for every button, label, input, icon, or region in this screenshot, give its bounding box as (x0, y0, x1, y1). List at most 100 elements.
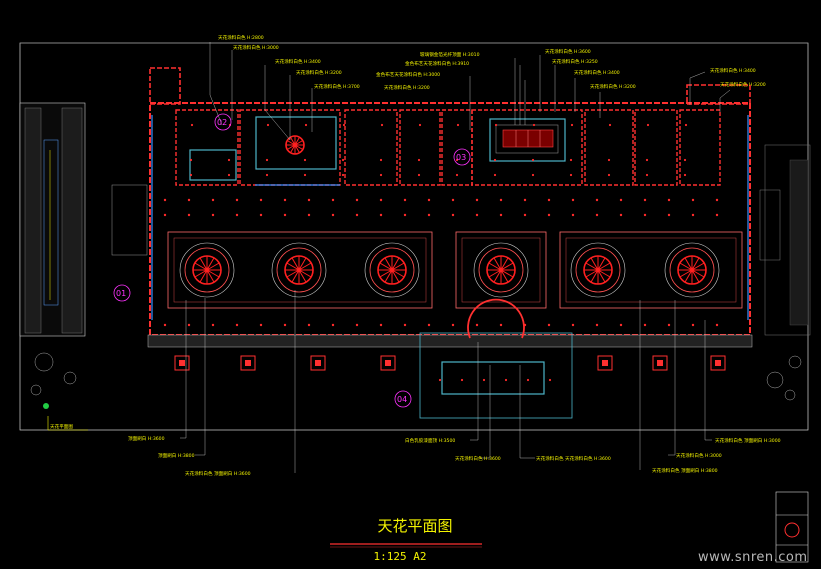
downlight-dot (645, 173, 649, 177)
downlight-dot (456, 123, 460, 127)
downlight-dot (683, 173, 687, 177)
downlight-dot (227, 173, 231, 177)
right-exterior-area (759, 144, 811, 336)
downlight-dot (595, 323, 599, 327)
downlight-dot (643, 198, 647, 202)
facade-column (380, 355, 396, 371)
blue-ceiling-lines (151, 115, 749, 320)
callout-top-6: 玻璃钢金箔光纤顶面 H:3010 (420, 51, 480, 58)
top-facade-notch (149, 67, 751, 105)
downlight-dot (189, 158, 193, 162)
chandelier-icon (664, 242, 720, 298)
downlight-dot (493, 173, 497, 177)
facade-column (174, 355, 190, 371)
callout-top-13: 天花涂料白色 H:3200 (590, 83, 636, 90)
chandelier-icon (473, 242, 529, 298)
downlight-dot (667, 213, 671, 217)
drawing-scale: 1:125 A2 (373, 550, 427, 563)
callout-bottom-9: 天花涂料白色 顶面刷白 H:3000 (715, 437, 781, 444)
rooms-top-band (175, 109, 721, 186)
downlight-dot (331, 213, 335, 217)
callout-top-14: 天花涂料白色 H:3400 (710, 67, 756, 74)
downlight-dot (451, 323, 455, 327)
downlight-dot (523, 213, 527, 217)
downlight-dot (683, 158, 687, 162)
callout-top-3: 天花涂料白色 H:3400 (275, 58, 321, 65)
downlight-dot (211, 213, 215, 217)
downlight-dot (403, 213, 407, 217)
facade-column (240, 355, 256, 371)
downlight-dot (259, 323, 263, 327)
chandelier-icon (570, 242, 626, 298)
callout-top-10: 天花涂料白色 H:3600 (545, 48, 591, 55)
downlight-dot (607, 173, 611, 177)
side-note-text: 天花平面图 (50, 423, 73, 430)
downlight-dot (455, 173, 459, 177)
downlight-dot (341, 158, 345, 162)
downlight-dot (595, 198, 599, 202)
downlight-dot (438, 378, 442, 382)
downlight-group (163, 123, 719, 382)
chandelier-icon (285, 135, 305, 155)
callout-top-5: 天花涂料白色 H:3700 (314, 83, 360, 90)
downlight-dot (523, 198, 527, 202)
entrance-arc (467, 298, 525, 339)
downlight-dot (307, 198, 311, 202)
callout-top-2: 天花涂料白色 H:3000 (233, 44, 279, 51)
downlight-dot (187, 323, 191, 327)
downlight-dot (341, 173, 345, 177)
downlight-dot (427, 198, 431, 202)
vent-grille (502, 129, 554, 148)
left-exterior-area (19, 102, 86, 337)
downlight-dot (235, 323, 239, 327)
downlight-dot (531, 173, 535, 177)
callout-top-9: 天花涂料白色 H:3200 (384, 84, 430, 91)
marker-04: 04 (397, 395, 407, 404)
callout-bottom-7: 天花涂料白色 顶面刷白 H:3800 (652, 467, 718, 474)
downlight-dot (259, 213, 263, 217)
downlight-dot (547, 198, 551, 202)
downlight-dot (691, 198, 695, 202)
downlight-dot (571, 213, 575, 217)
downlight-dot (715, 213, 719, 217)
chandelier-icon (179, 242, 235, 298)
ceiling-soffits (189, 116, 566, 181)
downlight-dot (645, 158, 649, 162)
downlight-dot (482, 378, 486, 382)
downlight-dot (475, 213, 479, 217)
downlight-dot (355, 213, 359, 217)
downlight-dot (667, 323, 671, 327)
downlight-dot (380, 123, 384, 127)
ceiling-panels (167, 231, 743, 309)
building-outline (147, 102, 753, 419)
title-block (775, 491, 809, 563)
callout-bottom-4: 白色乳胶漆面顶 H:3500 (405, 437, 455, 444)
downlight-dot (403, 198, 407, 202)
downlight-dot (283, 213, 287, 217)
downlight-dot (523, 323, 527, 327)
downlight-dot (619, 198, 623, 202)
callout-bottom-3: 天花涂料白色 顶面刷白 H:3600 (185, 470, 251, 477)
downlight-dot (307, 323, 311, 327)
callout-bottom-8: 天花涂料白色 H:3000 (676, 452, 722, 459)
callout-top-11: 天花涂料白色 H:3250 (552, 58, 598, 65)
downlight-dot (189, 173, 193, 177)
downlight-dot (227, 158, 231, 162)
downlight-dot (427, 323, 431, 327)
downlight-dot (595, 213, 599, 217)
top-callouts: 天花涂料白色 H:2800 天花涂料白色 H:3000 天花涂料白色 H:340… (218, 34, 766, 91)
downlight-dot (283, 323, 287, 327)
downlight-dot (643, 323, 647, 327)
downlight-dot (570, 123, 574, 127)
downlight-dot (417, 173, 421, 177)
downlight-dot (547, 213, 551, 217)
downlight-dot (455, 158, 459, 162)
downlight-dot (283, 198, 287, 202)
downlight-dot (379, 173, 383, 177)
top-leader-lines (209, 42, 731, 141)
downlight-dot (211, 198, 215, 202)
bottom-leader-lines (180, 290, 712, 473)
downlight-dot (303, 173, 307, 177)
downlight-dot (646, 123, 650, 127)
downlight-dot (691, 213, 695, 217)
